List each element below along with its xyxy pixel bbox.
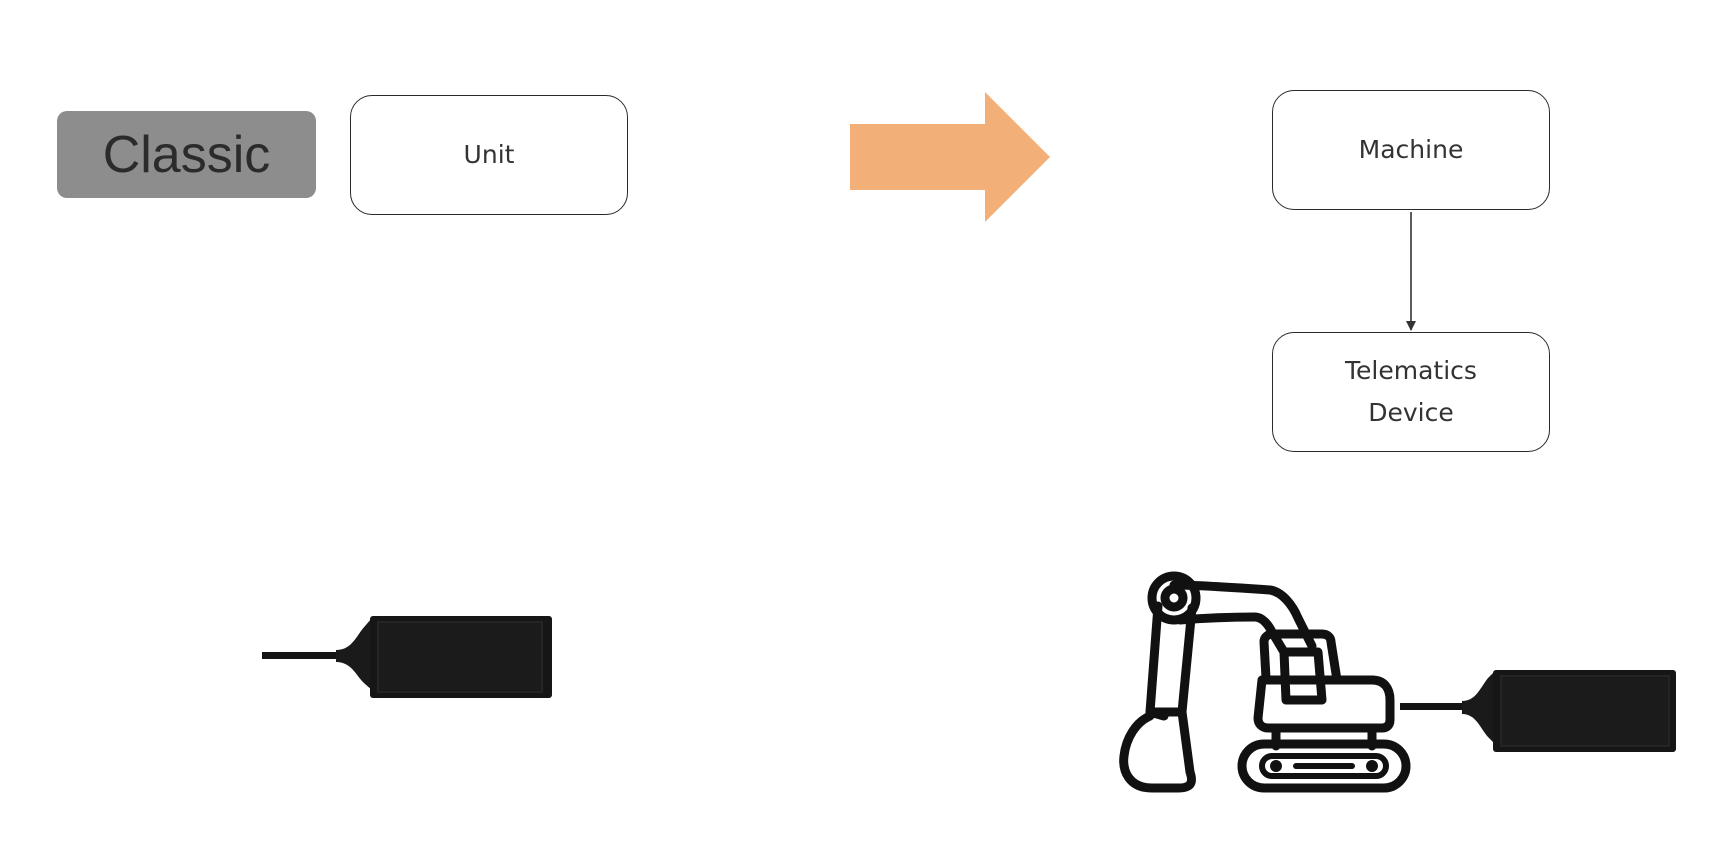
telematics-device-node: Telematics Device <box>1272 332 1550 452</box>
unit-node-label: Unit <box>463 140 515 169</box>
telematics-device-label-line1: Telematics <box>1345 356 1477 385</box>
classic-badge: Classic <box>57 111 316 198</box>
telematics-device-icon <box>262 616 552 698</box>
unit-node: Unit <box>350 95 628 215</box>
telematics-device-icon <box>1400 670 1676 752</box>
classic-badge-label: Classic <box>102 125 271 184</box>
transition-arrow <box>850 92 1050 222</box>
excavator-icon <box>1119 571 1411 793</box>
machine-node-label: Machine <box>1358 135 1464 164</box>
machine-node: Machine <box>1272 90 1550 210</box>
telematics-device-label-line2: Device <box>1368 398 1454 427</box>
